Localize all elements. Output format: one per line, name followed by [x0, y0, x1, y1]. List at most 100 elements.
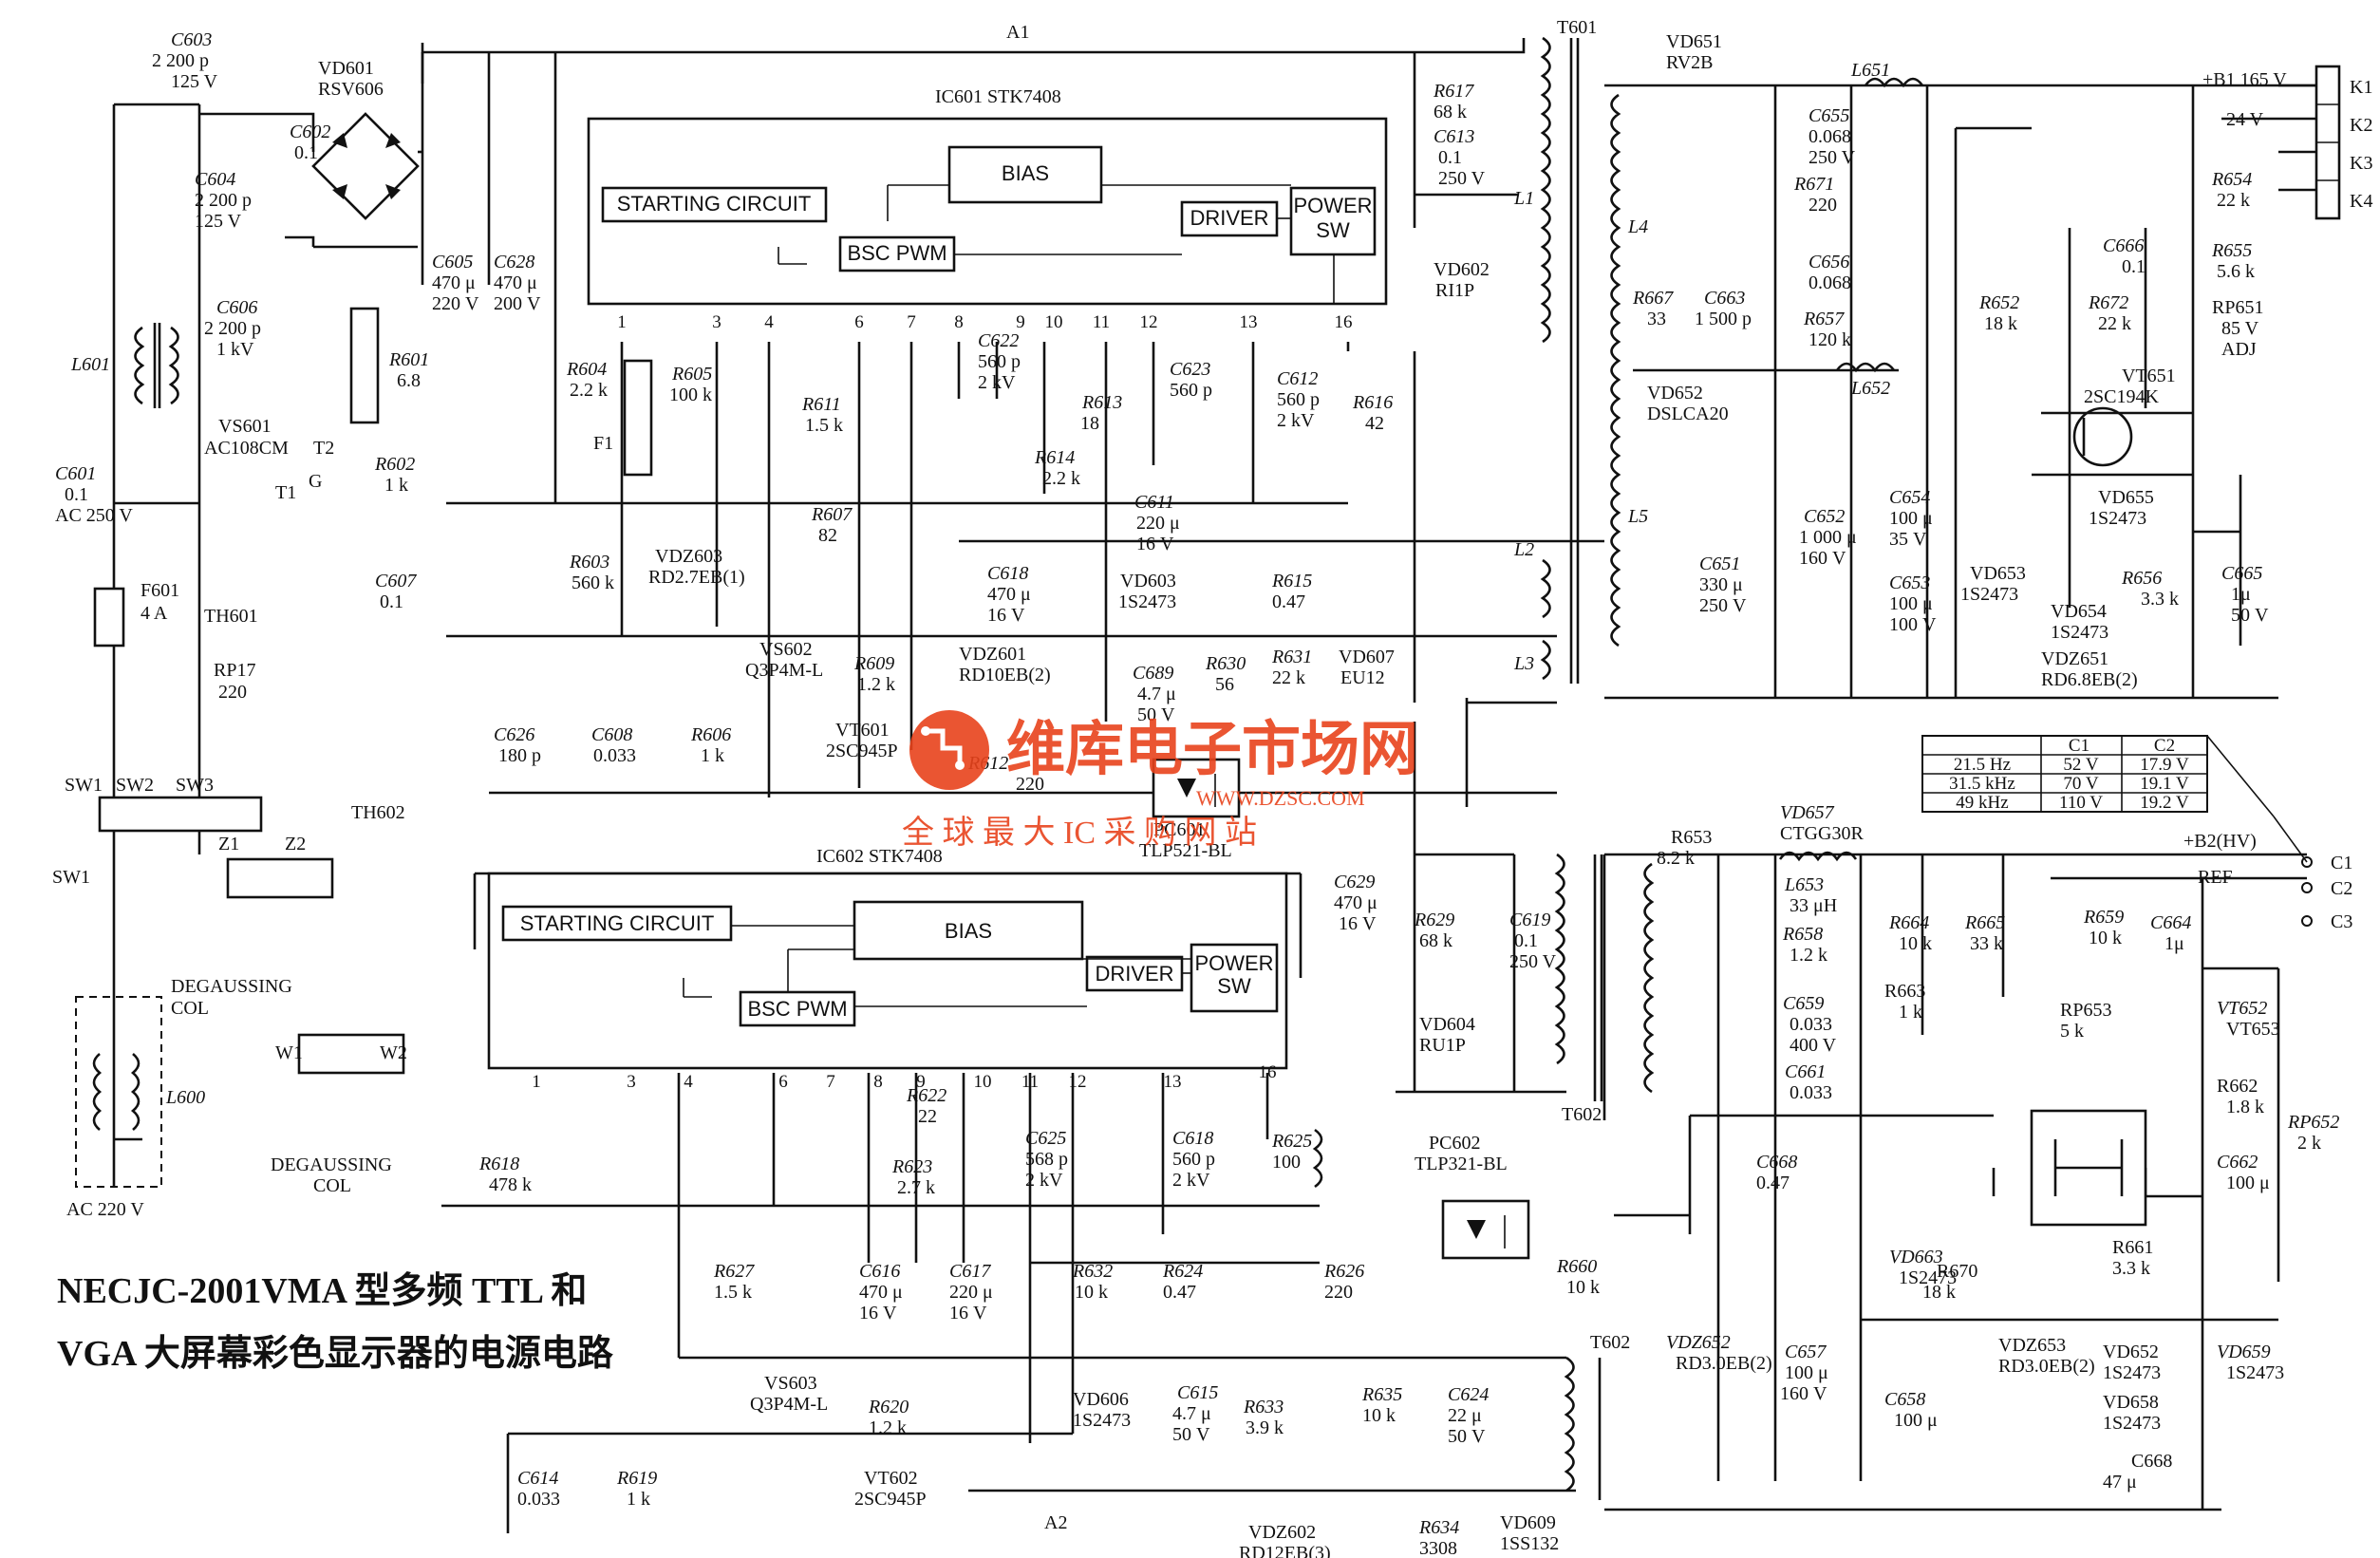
ic602-power — [1190, 943, 1279, 1013]
ic602-pin: 1 — [532, 1072, 541, 1092]
ic602-bscpwm — [739, 990, 856, 1027]
vs601-value: AC108CM — [204, 438, 289, 459]
ic602-bias — [853, 900, 1084, 961]
c1-label: C1 — [2331, 853, 2352, 873]
freq-table-h1: C1 — [2069, 736, 2090, 756]
ic602-text: IC602 STK7408 BIAS STARTING CIRCUIT BSC … — [520, 846, 1277, 1092]
ic601-pin: 11 — [1093, 312, 1110, 332]
f1-label: F1 — [593, 433, 613, 454]
z1-label: Z1 — [218, 834, 239, 854]
freq-table — [1921, 735, 2308, 863]
degauss1b-label: COL — [171, 998, 209, 1019]
ic602-pin: 6 — [778, 1072, 788, 1092]
ic601-pin: 13 — [1240, 312, 1258, 332]
ic602-starting — [501, 905, 733, 942]
ic602 — [487, 872, 1288, 1070]
node-a1: A1 — [1006, 22, 1029, 43]
k2-label: K2 — [2350, 115, 2372, 136]
degauss2-label: DEGAUSSING — [271, 1154, 392, 1175]
node-a2: A2 — [1044, 1512, 1067, 1533]
ic601-text: IC601 STK7408 BIAS STARTING CIRCUIT BSC … — [617, 86, 1373, 332]
ic601-power-label: POWER — [1293, 194, 1372, 217]
ic601-bias-label: BIAS — [1002, 161, 1049, 185]
degauss2b-label: COL — [313, 1175, 351, 1196]
c3-label: C3 — [2331, 911, 2352, 932]
ic602-sw-label: SW — [1217, 974, 1251, 998]
ic601-pin: 9 — [1016, 312, 1025, 332]
output-connector — [2301, 65, 2341, 927]
ic602-bscpwm-label: BSC PWM — [747, 997, 847, 1021]
ic601-bscpwm — [838, 235, 956, 272]
f601-label: F601 — [141, 580, 179, 601]
watermark-slogan: 全 球 最 大 IC 采 购 网 站 — [902, 815, 1257, 851]
freq-table-r1c1: 70 V — [2063, 774, 2098, 794]
f601-value: 4 A — [141, 603, 168, 624]
ic601-driver — [1180, 200, 1279, 237]
ic602-pin: 10 — [974, 1072, 992, 1092]
ic601-pin: 12 — [1140, 312, 1158, 332]
ref-label: REF — [2198, 867, 2233, 888]
freq-table-r0c1: 52 V — [2063, 755, 2098, 775]
ic602-bias-label: BIAS — [945, 919, 992, 943]
vs601-label: VS601 — [218, 416, 272, 437]
ic602-pin: 4 — [684, 1072, 693, 1092]
ic601-driver-label: DRIVER — [1190, 206, 1268, 230]
rp17-label: RP17 — [214, 660, 255, 681]
line-filter-l601 — [134, 323, 179, 408]
component-label: L652 — [1850, 378, 1890, 399]
ic601-pin: 3 — [712, 312, 721, 332]
freq-table-r0c2: 17.9 V — [2140, 755, 2189, 775]
t1-label: T1 — [275, 482, 296, 503]
freq-table-r2c1: 110 V — [2059, 793, 2103, 813]
b1-output: +B1 165 V — [2202, 69, 2287, 90]
t2-label: T2 — [313, 438, 334, 459]
l601-label: L601 — [70, 354, 110, 375]
